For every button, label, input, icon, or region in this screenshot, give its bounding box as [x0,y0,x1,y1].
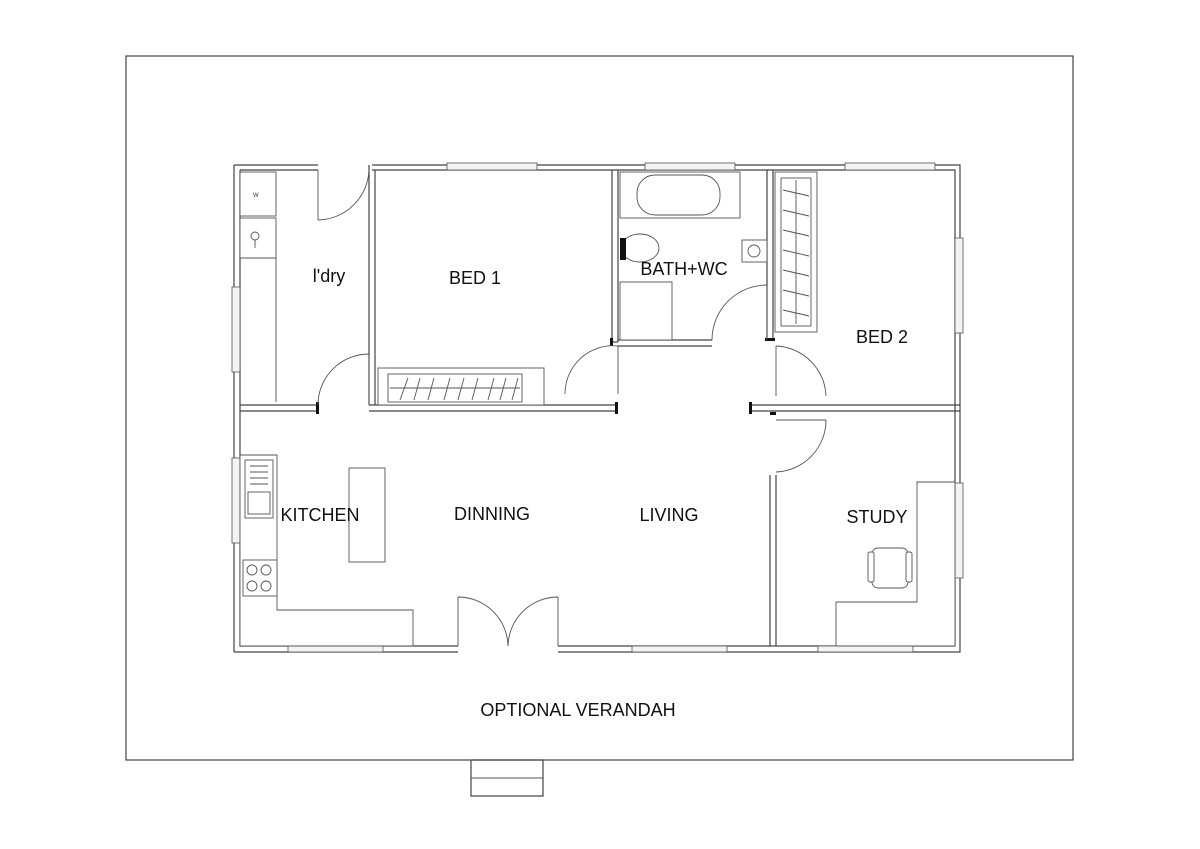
exterior-walls [233,164,961,653]
room-label-bed1: BED 1 [449,268,501,288]
room-label-study: STUDY [846,507,907,527]
bed2-wardrobe [774,171,818,333]
laundry-fixtures: W [239,171,277,402]
room-label-bed2: BED 2 [856,327,908,347]
room-label-kitchen: KITCHEN [280,505,359,525]
windows [231,162,964,653]
verandah-label: OPTIONAL VERANDAH [480,700,675,720]
washer-mark: W [253,193,259,199]
study-fixtures [835,481,956,647]
bed1-wardrobe [377,367,545,406]
room-label-bath: BATH+WC [640,259,727,279]
wall-end-marks [316,338,776,415]
verandah-outline [125,55,1074,761]
kitchen-fixtures [239,454,414,647]
room-label-dining: DINNING [454,504,530,524]
kitchen-island [348,467,386,563]
room-label-living: LIVING [639,505,698,525]
bath-fixtures [619,171,768,341]
entry-step [470,759,544,797]
room-label-laundry: l'dry [313,266,345,286]
interior-walls [240,165,960,646]
doors [317,169,827,647]
